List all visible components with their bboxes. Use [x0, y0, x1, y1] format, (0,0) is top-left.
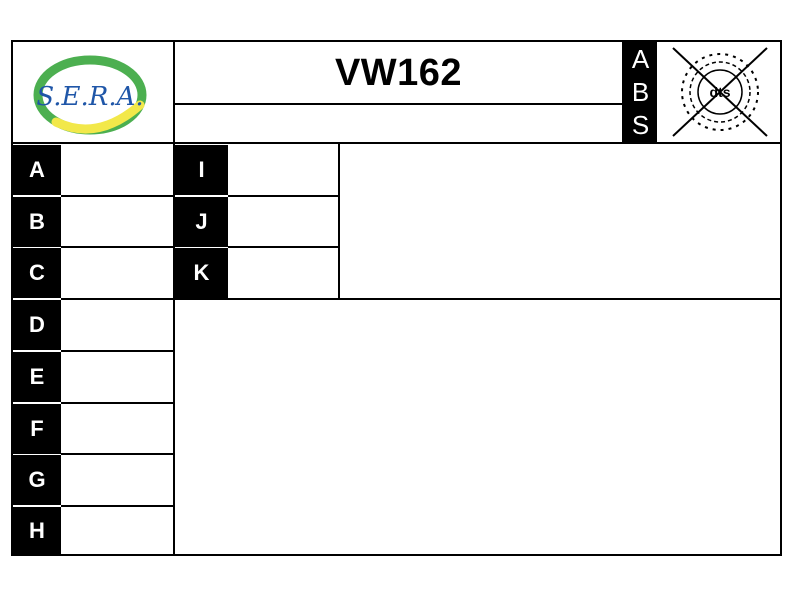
row-label-g: G	[13, 455, 61, 505]
title-underline	[175, 103, 622, 105]
sera-logo: S.E.R.A.	[13, 42, 173, 142]
row-sep-de	[61, 350, 173, 352]
title-right-divider	[622, 42, 624, 142]
row-label-i: I	[175, 145, 228, 195]
header-divider	[13, 142, 780, 144]
sera-logo-mark: S.E.R.A.	[33, 55, 147, 135]
row-label-c: C	[13, 248, 61, 298]
row-sep-gh	[61, 505, 173, 507]
abs-letter-s: S	[631, 110, 650, 140]
row-sep-cd	[61, 298, 173, 300]
row-label-e: E	[13, 352, 61, 402]
dts-crossed-gear-icon: dts	[671, 47, 768, 137]
row-label-k: K	[175, 248, 228, 298]
part-code: VW162	[334, 51, 463, 94]
row-label-d: D	[13, 300, 61, 350]
row-sep-ab	[61, 195, 173, 197]
abs-column: A B S	[624, 42, 657, 142]
row-label-j: J	[175, 197, 228, 247]
row-sep-ef	[61, 402, 173, 404]
mid-block-right-divider	[338, 142, 340, 298]
sheet-frame	[11, 40, 782, 556]
row-sep-jk	[228, 246, 338, 248]
left-column-divider	[173, 42, 175, 554]
row-sep-bc	[61, 246, 173, 248]
mid-block-bottom-divider	[175, 298, 780, 300]
row-sep-fg	[61, 453, 173, 455]
row-label-b: B	[13, 197, 61, 247]
abs-letter-b: B	[631, 77, 650, 107]
row-label-f: F	[13, 404, 61, 454]
row-label-a: A	[13, 145, 61, 195]
logo-text: S.E.R.A.	[36, 82, 143, 112]
dts-cell: dts	[659, 42, 780, 142]
row-label-h: H	[13, 507, 61, 554]
abs-letter-a: A	[631, 44, 650, 74]
row-sep-ij	[228, 195, 338, 197]
